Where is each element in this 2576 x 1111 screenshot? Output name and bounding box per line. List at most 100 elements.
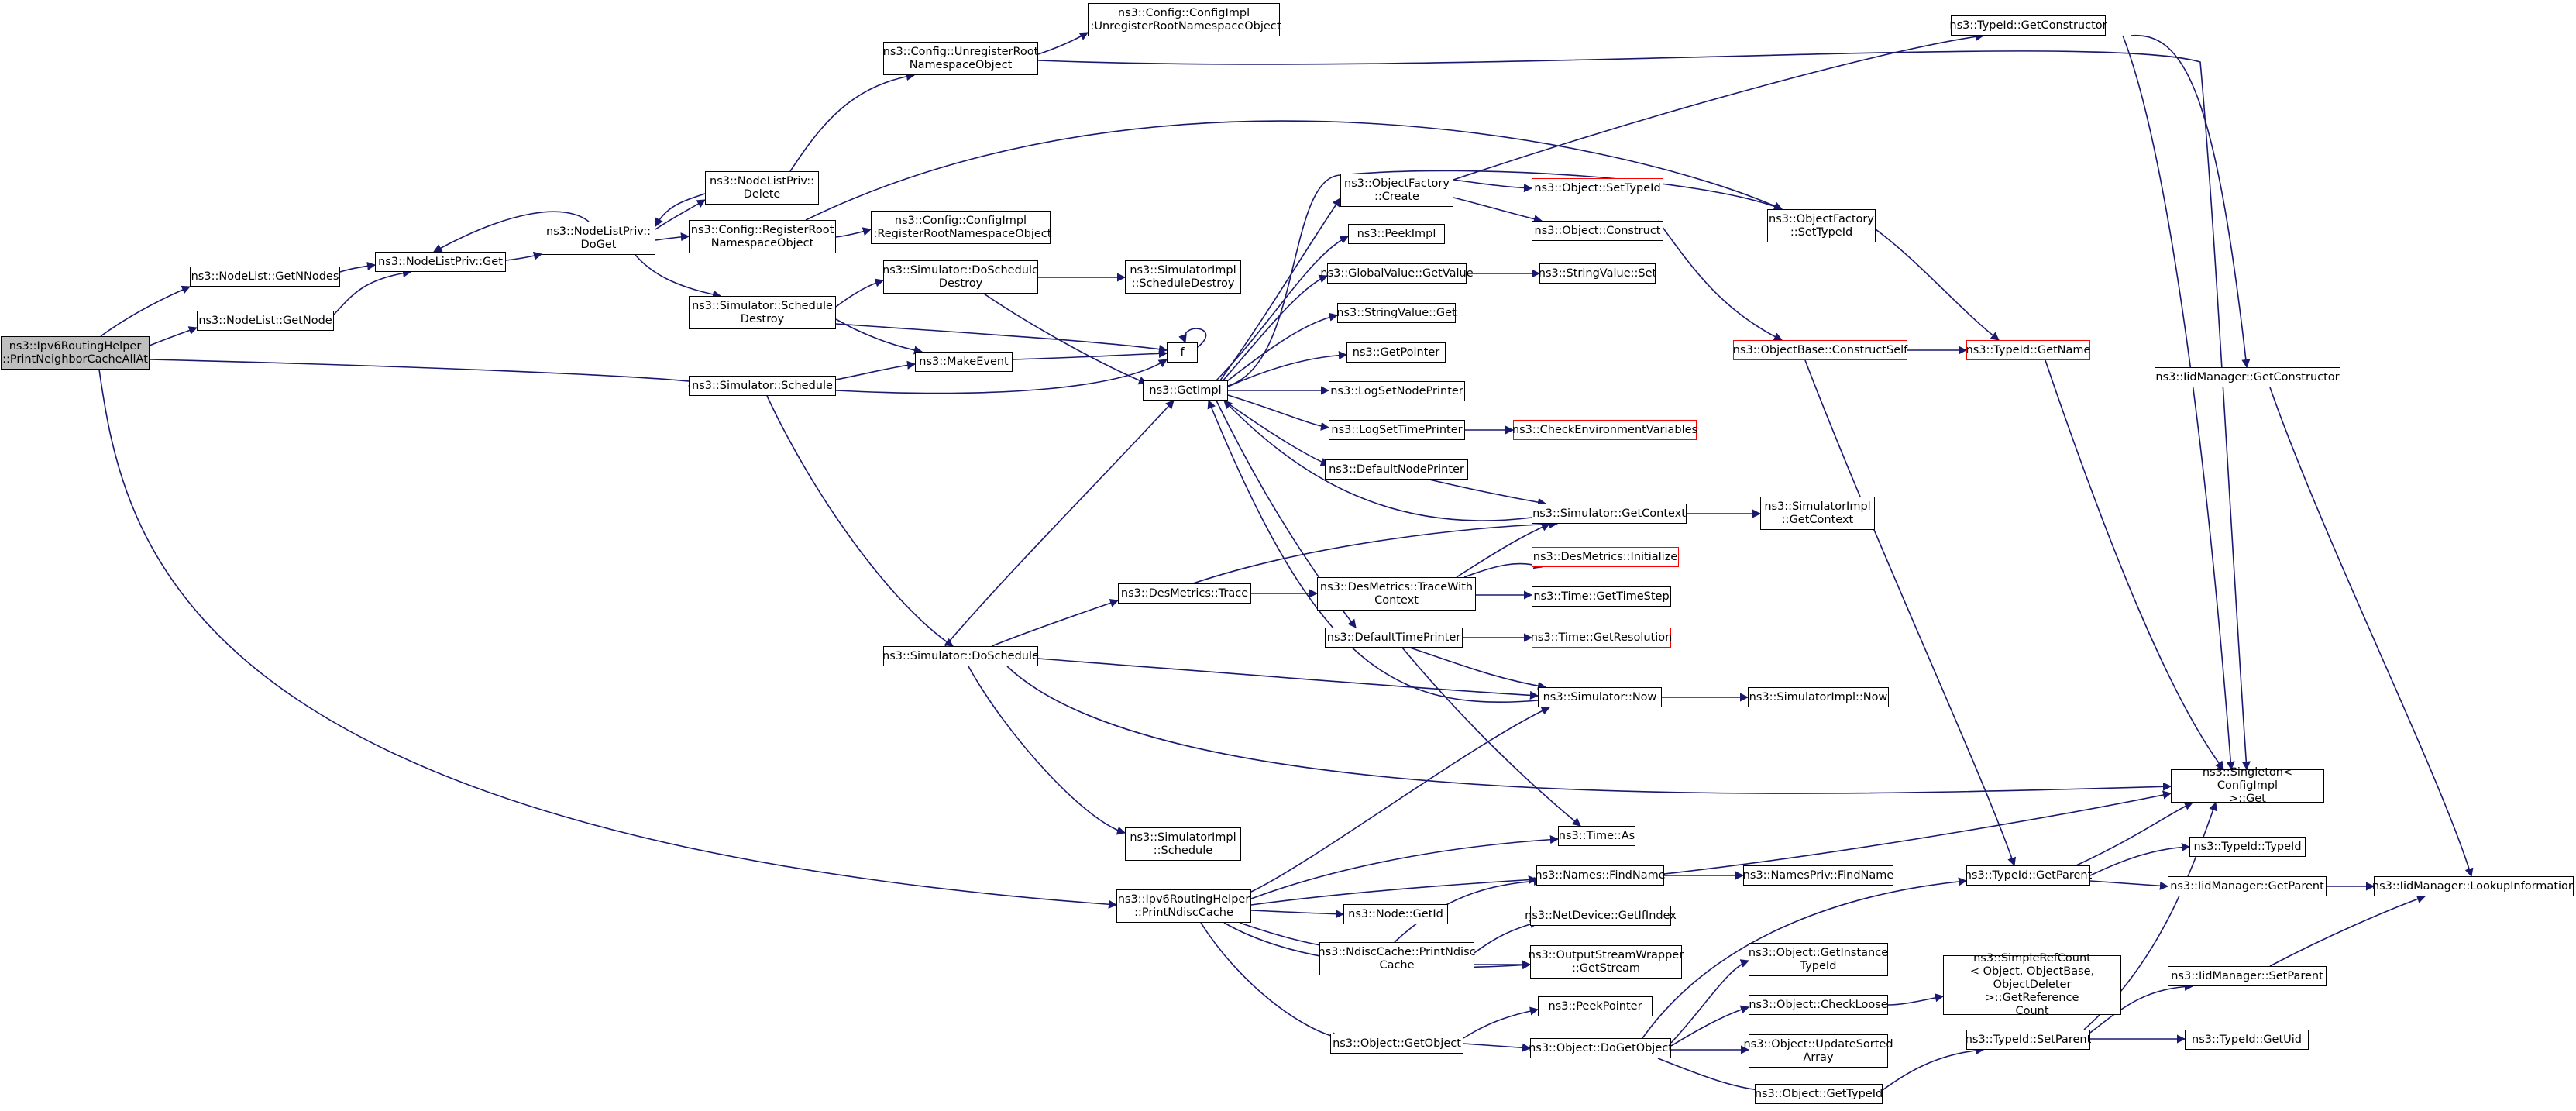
node-iidmanager-lookupinformation[interactable]: ns3::IidManager::LookupInformation [2372, 876, 2575, 896]
node-desmetrics-trace[interactable]: ns3::DesMetrics::Trace [1118, 583, 1251, 604]
node-logsettimeprinter[interactable]: ns3::LogSetTimePrinter [1329, 420, 1465, 440]
node-print-neighbor-cache-all-at[interactable]: ns3::Ipv6RoutingHelper ::PrintNeighborCa… [1, 336, 150, 370]
node-nodelist-getnnodes[interactable]: ns3::NodeList::GetNNodes [190, 267, 340, 287]
node-defaulttimeprinter[interactable]: ns3::DefaultTimePrinter [1325, 628, 1463, 648]
call-edge [1192, 519, 1559, 584]
node-simulator-getcontext[interactable]: ns3::Simulator::GetContext [1532, 504, 1687, 524]
node-getimpl[interactable]: ns3::GetImpl [1143, 380, 1228, 401]
call-edge [655, 232, 690, 242]
node-f[interactable]: f [1167, 342, 1198, 363]
node-checkenvironmentvariables[interactable]: ns3::CheckEnvironmentVariables [1512, 420, 1697, 440]
call-edge [1429, 479, 1547, 507]
node-object-construct[interactable]: ns3::Object::Construct [1532, 221, 1663, 241]
call-edge [1227, 170, 1783, 387]
call-edge [1223, 400, 1532, 521]
node-simulator-schedule[interactable]: ns3::Simulator::Schedule [689, 376, 836, 396]
node-simulator-doschedule[interactable]: ns3::Simulator::DoSchedule [882, 646, 1039, 666]
call-edge [1037, 658, 1539, 700]
call-edge [944, 400, 1175, 647]
call-edge [1200, 922, 1342, 1041]
node-desmetrics-initialize[interactable]: ns3::DesMetrics::Initialize [1532, 547, 1679, 567]
node-objectbase-constructself[interactable]: ns3::ObjectBase::ConstructSelf [1733, 340, 1907, 360]
node-simulator-schedule-destroy[interactable]: ns3::Simulator::Schedule Destroy [689, 296, 836, 329]
node-node-getid[interactable]: ns3::Node::GetId [1343, 904, 1448, 924]
node-simulator-now[interactable]: ns3::Simulator::Now [1538, 687, 1662, 707]
node-defaultnodeprinter[interactable]: ns3::DefaultNodePrinter [1325, 459, 1468, 480]
call-edge [835, 318, 923, 355]
node-configimpl-unregister-root[interactable]: ns3::Config::ConfigImpl ::UnregisterRoot… [1087, 3, 1281, 36]
node-simulator-doschedule-destroy[interactable]: ns3::Simulator::DoSchedule Destroy [882, 260, 1039, 294]
call-edge [1453, 197, 1543, 224]
node-nodelistpriv-get[interactable]: ns3::NodeListPriv::Get [375, 252, 506, 272]
node-outputstreamwrapper-getstream[interactable]: ns3::OutputStreamWrapper ::GetStream [1529, 945, 1684, 979]
node-singleton-configimpl-get[interactable]: ns3::Singleton< ConfigImpl >::Get [2171, 766, 2324, 805]
call-edge [1223, 400, 1330, 466]
node-namespriv-findname[interactable]: ns3::NamesPriv::FindName [1743, 865, 1893, 886]
node-typeid-getparent[interactable]: ns3::TypeId::GetParent [1965, 865, 2092, 886]
call-edge [1394, 876, 1543, 943]
call-edge [100, 285, 191, 337]
node-iidmanager-getconstructor[interactable]: ns3::IidManager::GetConstructor [2155, 367, 2340, 387]
node-peekpointer[interactable]: ns3::PeekPointer [1538, 996, 1653, 1016]
node-typeid-getuid[interactable]: ns3::TypeId::GetUid [2185, 1030, 2309, 1050]
call-edge [1804, 359, 2017, 867]
node-makeevent[interactable]: ns3::MakeEvent [915, 352, 1013, 372]
node-netdevice-getifindex[interactable]: ns3::NetDevice::GetIfIndex [1525, 906, 1677, 926]
node-typeid-getconstructor[interactable]: ns3::TypeId::GetConstructor [1949, 15, 2107, 36]
call-edge [991, 599, 1119, 647]
node-typeid-typeid[interactable]: ns3::TypeId::TypeId [2189, 837, 2306, 857]
node-ndisccache-printndisccache[interactable]: ns3::NdiscCache::PrintNdisc Cache [1318, 942, 1476, 975]
call-edge [968, 666, 1126, 835]
node-getpointer[interactable]: ns3::GetPointer [1346, 342, 1446, 363]
node-object-getinstancetypeid[interactable]: ns3::Object::GetInstance TypeId [1749, 943, 1888, 976]
call-edge [1882, 1046, 1985, 1091]
node-object-getobject[interactable]: ns3::Object::GetObject [1330, 1034, 1463, 1054]
call-edge [1463, 1006, 1539, 1039]
node-stringvalue-get[interactable]: ns3::StringValue::Get [1336, 303, 1457, 323]
node-simplerefcount-getreferencecount[interactable]: ns3::SimpleRefCount < Object, ObjectBase… [1943, 952, 2121, 1017]
node-object-dogetobject[interactable]: ns3::Object::DoGetObject [1529, 1038, 1673, 1058]
call-edge [2089, 982, 2194, 1034]
call-edge [1642, 877, 1968, 1039]
node-object-gettypeid[interactable]: ns3::Object::GetTypeId [1755, 1084, 1883, 1104]
node-time-getresolution[interactable]: ns3::Time::GetResolution [1531, 628, 1672, 648]
call-edge [2122, 35, 2235, 771]
node-names-findname[interactable]: ns3::Names::FindName [1535, 865, 1666, 886]
call-edge [1250, 910, 1345, 919]
node-desmetrics-tracewithcontext[interactable]: ns3::DesMetrics::TraceWith Context [1317, 577, 1476, 611]
node-time-gettimestep[interactable]: ns3::Time::GetTimeStep [1532, 586, 1671, 607]
node-typeid-setparent[interactable]: ns3::TypeId::SetParent [1966, 1030, 2091, 1050]
node-nodelistpriv-delete[interactable]: ns3::NodeListPriv:: Delete [705, 171, 819, 205]
call-edge [1227, 394, 1330, 431]
node-printndisccache[interactable]: ns3::Ipv6RoutingHelper ::PrintNdiscCache [1116, 889, 1251, 923]
call-edge [1207, 399, 1539, 703]
node-time-as[interactable]: ns3::Time::As [1558, 826, 1635, 846]
node-stringvalue-set[interactable]: ns3::StringValue::Set [1539, 263, 1656, 284]
node-iidmanager-getparent[interactable]: ns3::IidManager::GetParent [2168, 876, 2327, 896]
node-simulatorimpl-scheduledestroy[interactable]: ns3::SimulatorImpl ::ScheduleDestroy [1125, 260, 1241, 294]
node-nodelist-getnode[interactable]: ns3::NodeList::GetNode [197, 311, 334, 331]
node-objectfactory-settypeid[interactable]: ns3::ObjectFactory ::SetTypeId [1767, 209, 1876, 242]
node-logsetnodeprinter[interactable]: ns3::LogSetNodePrinter [1329, 381, 1465, 401]
node-object-updatesortedarray[interactable]: ns3::Object::UpdateSorted Array [1743, 1034, 1893, 1068]
call-edge [2089, 880, 2169, 890]
node-nodelistpriv-doget[interactable]: ns3::NodeListPriv:: DoGet [542, 222, 655, 255]
node-iidmanager-setparent[interactable]: ns3::IidManager::SetParent [2168, 966, 2327, 986]
call-edge [805, 120, 1783, 221]
node-simulatorimpl-now[interactable]: ns3::SimulatorImpl::Now [1748, 687, 1889, 707]
node-object-checkloose[interactable]: ns3::Object::CheckLoose [1749, 995, 1888, 1015]
node-simulatorimpl-schedule[interactable]: ns3::SimulatorImpl ::Schedule [1125, 827, 1241, 861]
node-config-unregister-root[interactable]: ns3::Config::UnregisterRoot NamespaceObj… [883, 42, 1038, 75]
call-edge [789, 72, 916, 172]
node-typeid-getname[interactable]: ns3::TypeId::GetName [1966, 340, 2090, 360]
node-globalvalue-getvalue[interactable]: ns3::GlobalValue::GetValue [1320, 263, 1474, 284]
node-simulatorimpl-getcontext[interactable]: ns3::SimulatorImpl ::GetContext [1760, 497, 1875, 530]
node-configimpl-register-root[interactable]: ns3::Config::ConfigImpl ::RegisterRootNa… [870, 211, 1051, 244]
call-edge [1453, 32, 1985, 181]
node-objectfactory-create[interactable]: ns3::ObjectFactory ::Create [1340, 174, 1453, 207]
node-object-settypeid[interactable]: ns3::Object::SetTypeId [1532, 178, 1663, 198]
node-peekimpl[interactable]: ns3::PeekImpl [1348, 224, 1445, 244]
node-config-register-root[interactable]: ns3::Config::RegisterRoot NamespaceObjec… [689, 220, 836, 253]
call-edge [333, 268, 412, 315]
